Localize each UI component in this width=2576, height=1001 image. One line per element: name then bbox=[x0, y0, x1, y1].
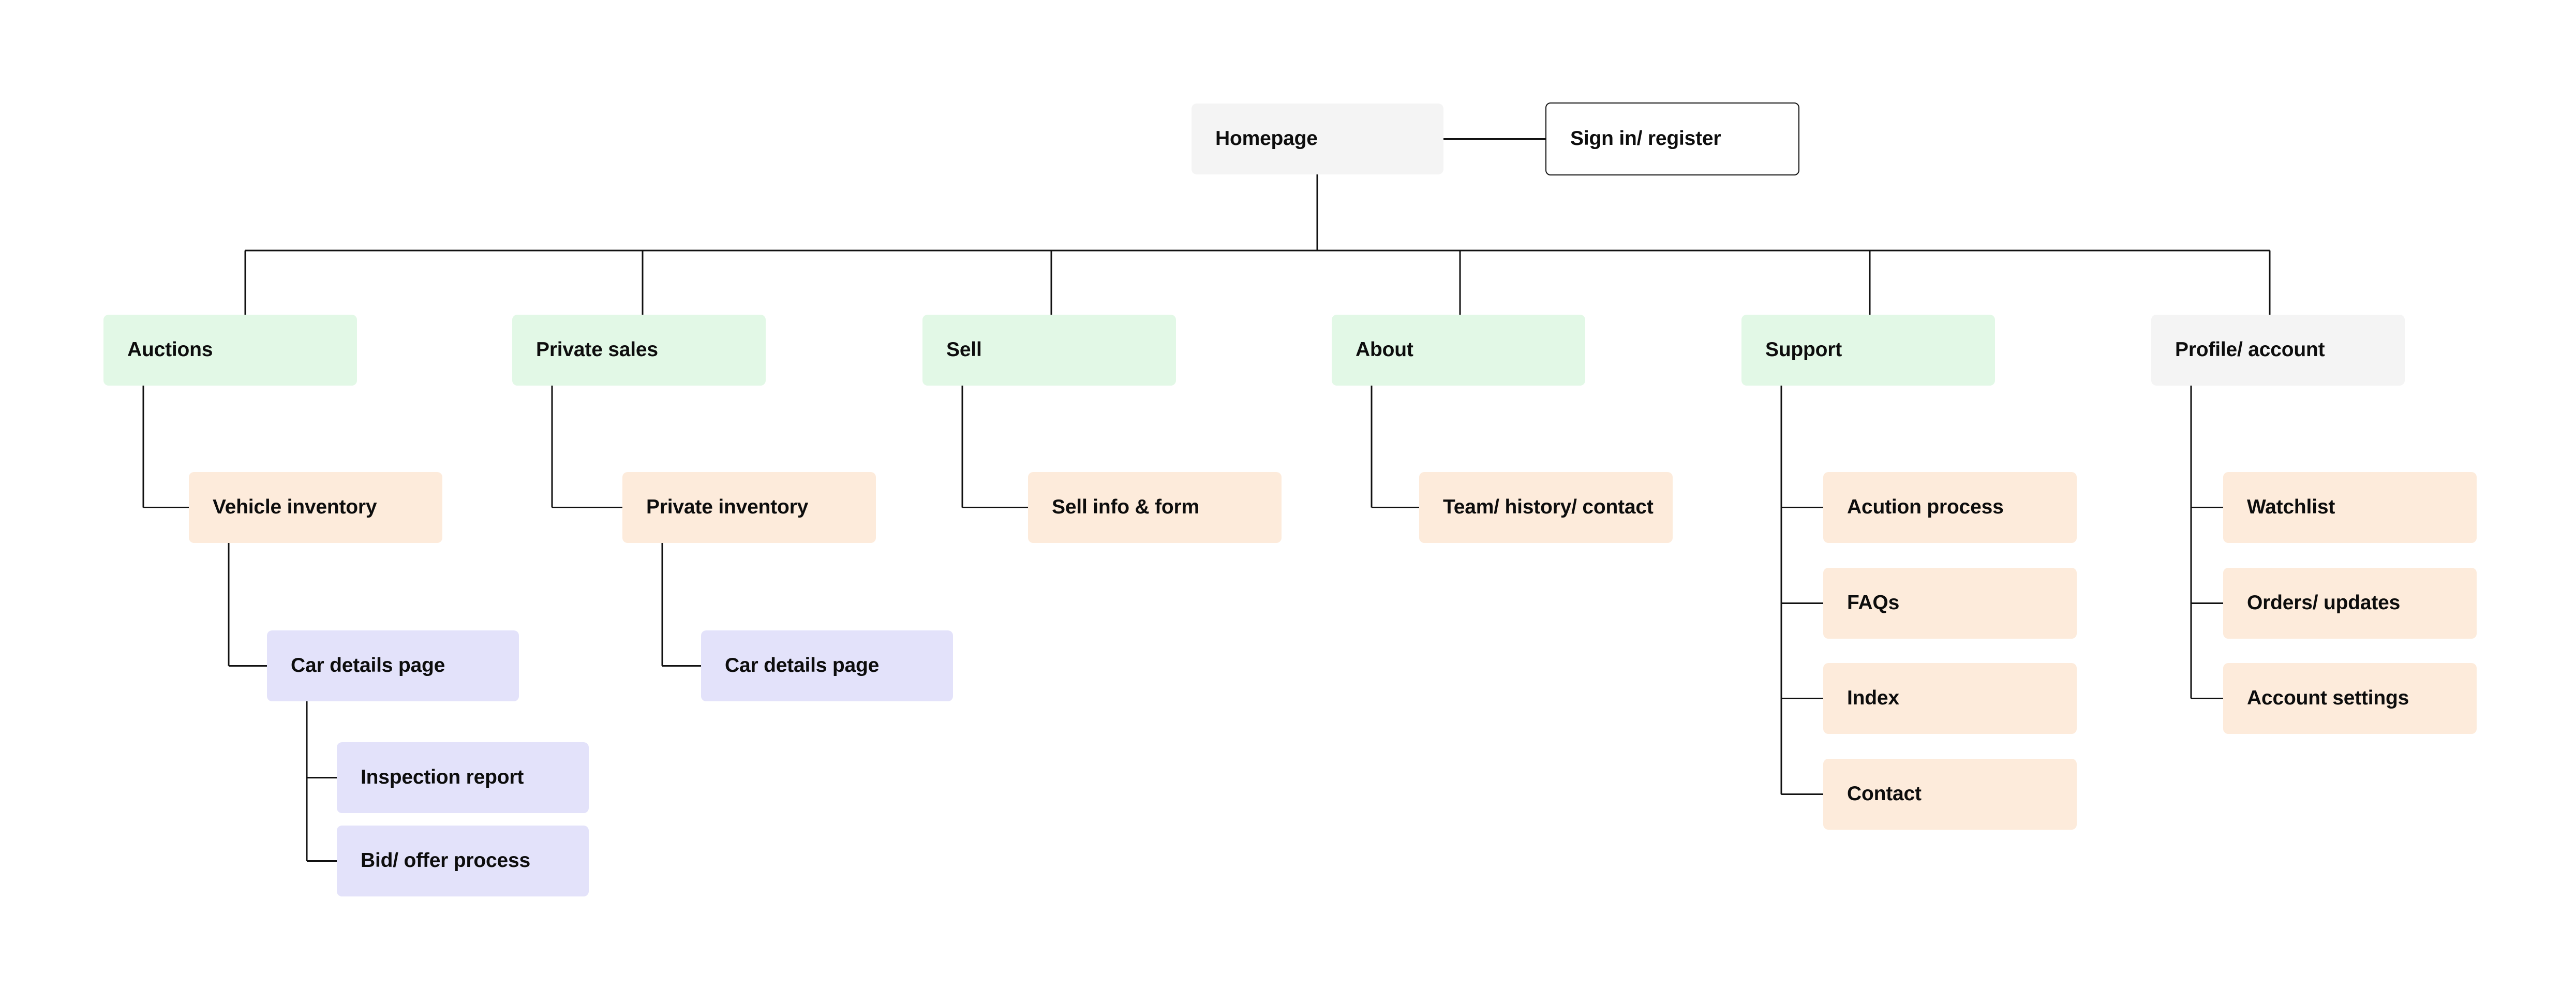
sitemap-node-bid-offer-process[interactable]: Bid/ offer process bbox=[337, 826, 589, 896]
sitemap-node-label: FAQs bbox=[1847, 592, 1900, 614]
sitemap-node-label: Team/ history/ contact bbox=[1443, 496, 1654, 519]
sitemap-node-label: Private sales bbox=[536, 338, 658, 361]
sitemap-node-auctions[interactable]: Auctions bbox=[103, 315, 357, 386]
sitemap-node-orders-updates[interactable]: Orders/ updates bbox=[2223, 568, 2477, 639]
sitemap-node-car-details-1[interactable]: Car details page bbox=[267, 630, 519, 701]
sitemap-node-vehicle-inventory[interactable]: Vehicle inventory bbox=[189, 472, 442, 543]
sitemap-node-label: Support bbox=[1765, 338, 1842, 361]
sitemap-node-private-inventory[interactable]: Private inventory bbox=[622, 472, 876, 543]
sitemap-node-label: Account settings bbox=[2247, 687, 2409, 710]
sitemap-node-about[interactable]: About bbox=[1332, 315, 1585, 386]
sitemap-node-support[interactable]: Support bbox=[1741, 315, 1995, 386]
sitemap-node-faqs[interactable]: FAQs bbox=[1823, 568, 2077, 639]
sitemap-node-label: Car details page bbox=[291, 654, 445, 677]
sitemap-node-label: Profile/ account bbox=[2175, 338, 2325, 361]
sitemap-node-car-details-2[interactable]: Car details page bbox=[701, 630, 953, 701]
sitemap-node-watchlist[interactable]: Watchlist bbox=[2223, 472, 2477, 543]
sitemap-node-sell[interactable]: Sell bbox=[922, 315, 1176, 386]
sitemap-node-label: Watchlist bbox=[2247, 496, 2335, 519]
sitemap-node-index[interactable]: Index bbox=[1823, 663, 2077, 734]
sitemap-node-label: Auctions bbox=[127, 338, 213, 361]
sitemap-node-label: Contact bbox=[1847, 783, 1922, 805]
sitemap-node-label: Vehicle inventory bbox=[213, 496, 377, 519]
sitemap-node-inspection-report[interactable]: Inspection report bbox=[337, 742, 589, 813]
sitemap-node-signin[interactable]: Sign in/ register bbox=[1545, 102, 1799, 175]
sitemap-node-contact[interactable]: Contact bbox=[1823, 759, 2077, 830]
sitemap-node-label: Index bbox=[1847, 687, 1899, 710]
sitemap-node-homepage[interactable]: Homepage bbox=[1192, 104, 1443, 174]
sitemap-node-label: About bbox=[1356, 338, 1413, 361]
sitemap-node-label: Orders/ updates bbox=[2247, 592, 2401, 614]
sitemap-node-label: Inspection report bbox=[361, 766, 524, 789]
sitemap-node-account-settings[interactable]: Account settings bbox=[2223, 663, 2477, 734]
sitemap-node-label: Car details page bbox=[725, 654, 880, 677]
sitemap-node-label: Sign in/ register bbox=[1570, 127, 1721, 150]
sitemap-node-label: Bid/ offer process bbox=[361, 849, 530, 872]
sitemap-node-label: Homepage bbox=[1215, 127, 1318, 150]
sitemap-node-profile-account[interactable]: Profile/ account bbox=[2151, 315, 2405, 386]
sitemap-node-private-sales[interactable]: Private sales bbox=[512, 315, 766, 386]
sitemap-node-label: Acution process bbox=[1847, 496, 2004, 519]
sitemap-node-team-history[interactable]: Team/ history/ contact bbox=[1419, 472, 1673, 543]
sitemap-node-sell-info-form[interactable]: Sell info & form bbox=[1028, 472, 1282, 543]
sitemap-node-label: Sell bbox=[946, 338, 982, 361]
sitemap-node-label: Sell info & form bbox=[1052, 496, 1199, 519]
sitemap-node-auction-process[interactable]: Acution process bbox=[1823, 472, 2077, 543]
sitemap-node-label: Private inventory bbox=[646, 496, 809, 519]
